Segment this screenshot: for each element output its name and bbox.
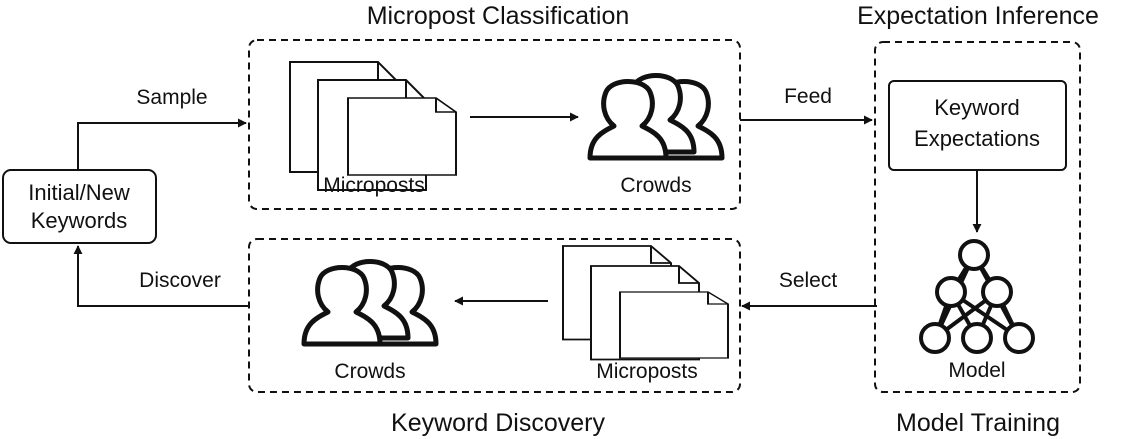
keywords-node[interactable]: Initial/New Keywords (2, 169, 157, 244)
sample-arrow (77, 118, 247, 170)
feed-label: Feed (784, 85, 832, 108)
discovery-box (248, 238, 741, 393)
expectations-line2: Expectations (914, 126, 1040, 151)
classification-box (248, 39, 741, 210)
discovery-title: Keyword Discovery (391, 409, 605, 437)
expectations-line1: Keyword (934, 95, 1020, 120)
classification-title: Micropost Classification (367, 2, 630, 30)
microposts-top-icon (289, 61, 457, 191)
crowds-bottom-icon (304, 262, 436, 345)
crowds-top-icon (590, 76, 722, 159)
microposts-bottom-label: Microposts (596, 360, 698, 383)
select-label: Select (779, 269, 838, 292)
microposts-bottom-icon (562, 245, 729, 361)
keywords-line2: Keywords (31, 208, 128, 233)
discover-label: Discover (139, 269, 221, 292)
model-icon (919, 239, 1035, 354)
keywords-line1: Initial/New (28, 180, 130, 205)
sample-label: Sample (136, 86, 207, 109)
keyword-expectations-node[interactable]: Keyword Expectations (888, 80, 1067, 171)
microposts-top-label: Microposts (323, 174, 425, 197)
inference-box (874, 41, 1081, 393)
model-label: Model (948, 359, 1005, 382)
inference-title: Expectation Inference (857, 2, 1099, 30)
training-title: Model Training (896, 409, 1060, 437)
discover-arrow (73, 245, 249, 307)
crowds-bottom-label: Crowds (334, 360, 405, 383)
crowds-top-label: Crowds (620, 174, 691, 197)
